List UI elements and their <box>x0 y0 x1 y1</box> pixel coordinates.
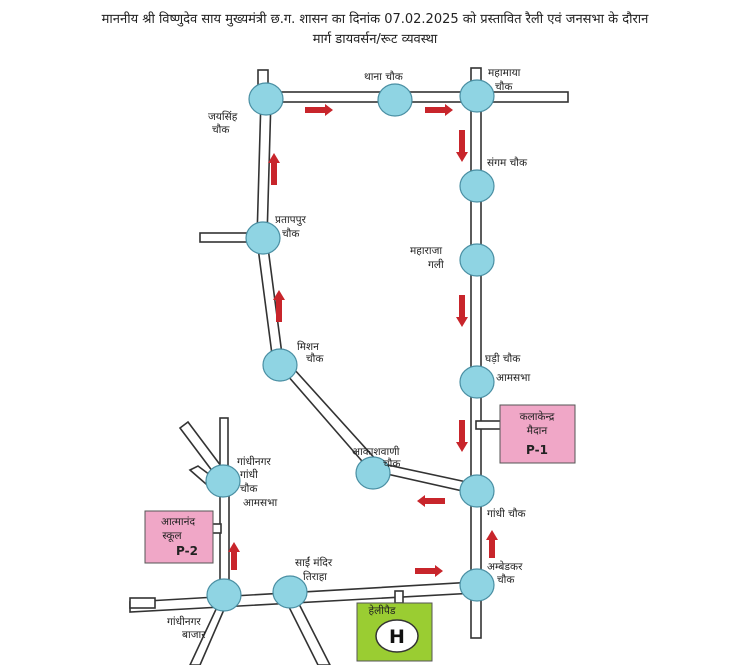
junction-mahamaya[interactable] <box>459 79 495 113</box>
label-gandhinagar-3: चौक <box>240 482 258 495</box>
label-ambedkar-1: अम्बेडकर <box>487 560 523 573</box>
label-maharaja-2: गली <box>428 258 444 271</box>
label-jaisingh-2: चौक <box>212 123 230 136</box>
place-labels: थाना चौक महामाया चौक जयसिंह चौक संगम चौक… <box>167 67 530 641</box>
junction-ghadi[interactable] <box>459 365 495 399</box>
label-gandhinagar-2: गांधी <box>240 468 258 481</box>
map-title: माननीय श्री विष्णुदेव साय मुख्यमंत्री छ.… <box>0 10 750 50</box>
junction-mission[interactable] <box>262 348 298 382</box>
p2-label: P-2 <box>176 544 198 558</box>
label-pratappur-2: चौक <box>282 227 300 240</box>
parking-box-p1[interactable]: कलाकेन्द्र मैदान P-1 <box>499 404 576 464</box>
junction-sangam[interactable] <box>459 169 495 203</box>
title-line-2: मार्ग डायवर्सन/रूट व्यवस्था <box>312 32 438 47</box>
label-sangam: संगम चौक <box>487 156 528 169</box>
label-maharaja-1: महाराजा <box>410 245 442 257</box>
arrow-south-3-icon <box>456 420 468 452</box>
junction-gandhinagar[interactable] <box>205 464 241 498</box>
arrow-north-2-icon <box>273 290 285 322</box>
road-right-vertical <box>470 67 482 639</box>
road-left-upper <box>256 97 272 239</box>
junction-thana[interactable] <box>377 83 413 117</box>
helipad-box[interactable]: हेलीपैड H <box>356 602 433 662</box>
parking-box-p2[interactable]: आत्मानंद स्कूल P-2 <box>144 510 214 564</box>
title-line-1: माननीय श्री विष्णुदेव साय मुख्यमंत्री छ.… <box>101 12 649 27</box>
label-ghadi-1: घड़ी चौक <box>485 352 521 365</box>
label-gandhi-chowk: गांधी चौक <box>487 507 527 520</box>
label-thana-chowk: थाना चौक <box>364 70 404 83</box>
label-gandhinagar-bazar-1: गांधीनगर <box>167 615 202 628</box>
label-mahamaya-2: चौक <box>495 80 513 93</box>
road-top <box>261 91 569 103</box>
label-mission-1: मिशन <box>297 340 319 353</box>
road-bazar-west <box>129 597 156 609</box>
kalakendra-line2: मैदान <box>527 424 548 437</box>
helipad-circle <box>375 619 419 653</box>
label-gandhinagar-4: आमसभा <box>243 497 277 509</box>
junctions <box>205 79 495 612</box>
junction-ambedkar[interactable] <box>459 568 495 602</box>
arrow-north-1-icon <box>268 153 280 185</box>
atmanand-line1: आत्मानंद <box>161 516 196 528</box>
arrow-east-1-icon <box>305 104 333 116</box>
arrow-west-icon <box>417 495 445 507</box>
arrow-north-3-icon <box>486 530 498 558</box>
label-akashvani-2: चौक <box>383 457 401 470</box>
label-gandhinagar-1: गांधीनगर <box>237 455 272 468</box>
arrow-south-2-icon <box>456 295 468 327</box>
label-pratappur-1: प्रतापपुर <box>275 214 307 226</box>
arrow-east-2-icon <box>425 104 453 116</box>
label-akashvani-1: आकाशवाणी <box>352 445 400 458</box>
helipad-label: हेलीपैड <box>369 604 396 617</box>
junction-gandhi-chowk[interactable] <box>459 474 495 508</box>
label-mission-2: चौक <box>306 352 324 365</box>
junction-maharaja[interactable] <box>459 243 495 277</box>
junction-gandhinagar-bazar[interactable] <box>206 578 242 612</box>
label-ghadi-2: आमसभा <box>496 372 530 384</box>
label-saimandir-1: साईं मंदिर <box>295 556 333 569</box>
label-saimandir-2: तिराहा <box>303 570 327 583</box>
label-ambedkar-2: चौक <box>497 573 515 586</box>
p1-label: P-1 <box>526 443 548 457</box>
road-kalakendra-link <box>475 420 503 430</box>
junction-saimandir[interactable] <box>272 575 308 609</box>
atmanand-line2: स्कूल <box>162 530 182 542</box>
junction-pratappur[interactable] <box>245 221 281 255</box>
roads <box>129 67 569 665</box>
helipad-h-icon: H <box>389 626 405 648</box>
label-mahamaya-1: महामाया <box>488 67 521 79</box>
kalakendra-line1: कलाकेन्द्र <box>520 410 555 423</box>
arrow-east-3-icon <box>415 565 443 577</box>
label-gandhinagar-bazar-2: बाजार <box>182 629 206 641</box>
road-helipad-link <box>394 590 404 604</box>
junction-akashvani[interactable] <box>355 456 391 490</box>
label-jaisingh-1: जयसिंह <box>208 110 238 123</box>
road-saimandir-south <box>286 601 331 665</box>
arrow-south-1-icon <box>456 130 468 162</box>
direction-arrows <box>228 104 498 577</box>
junction-jaisingh[interactable] <box>248 82 284 116</box>
arrow-north-4-icon <box>228 542 240 570</box>
